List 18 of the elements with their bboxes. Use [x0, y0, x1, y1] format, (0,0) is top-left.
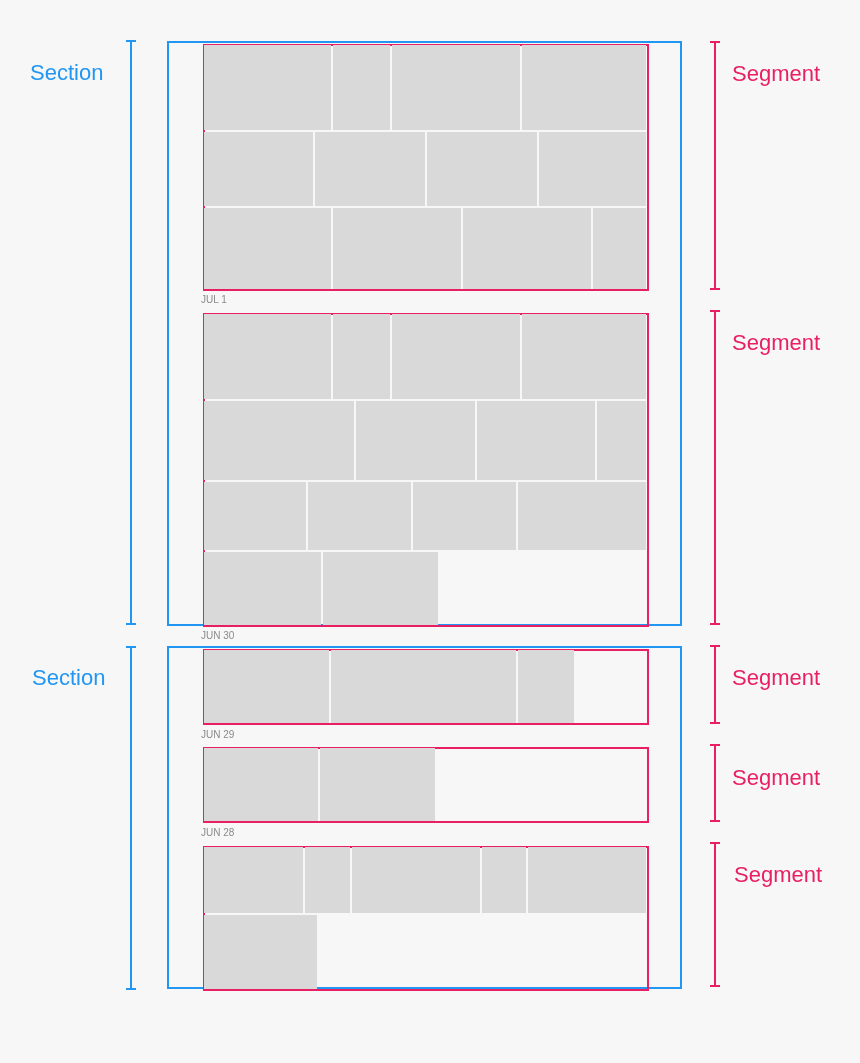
date-label: JUN 29	[201, 729, 235, 740]
date-label: JUN 30	[201, 630, 235, 641]
section-label: Section	[32, 665, 106, 691]
segment-frame	[203, 747, 649, 823]
section-frame	[167, 646, 682, 989]
segment-label: Segment	[732, 665, 821, 691]
segment-frame	[203, 44, 649, 291]
date-label: JUL 1	[201, 294, 227, 305]
date-label: JUN 28	[201, 827, 235, 838]
segment-frame	[203, 313, 649, 627]
section-label: Section	[30, 60, 104, 86]
segment-label: Segment	[732, 330, 821, 356]
segment-label: Segment	[734, 862, 823, 888]
section-frame	[167, 41, 682, 626]
segment-frame	[203, 649, 649, 725]
segment-label: Segment	[732, 765, 821, 791]
segment-label: Segment	[732, 61, 821, 87]
segment-frame	[203, 846, 649, 991]
